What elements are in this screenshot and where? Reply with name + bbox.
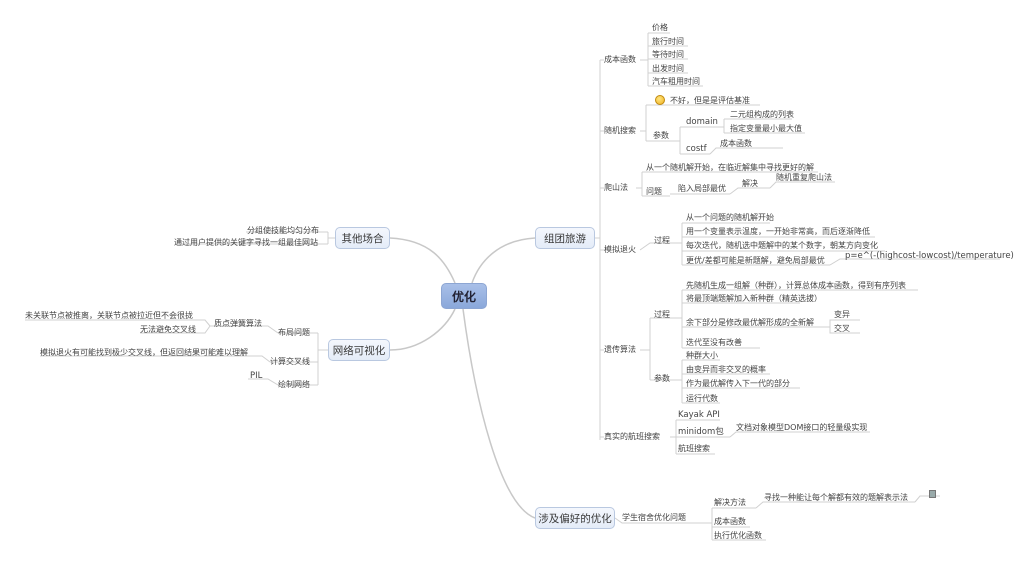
node-annealing-step-2[interactable]: 用一个变量表示温度，一开始非常高，而后逐渐降低: [686, 227, 870, 236]
node-price[interactable]: 价格: [652, 23, 668, 32]
node-genetic-step-4[interactable]: 迭代至没有改善: [686, 338, 742, 347]
branch-network-visualization[interactable]: 网络可视化: [328, 339, 390, 361]
node-dorm-cost-function[interactable]: 成本函数: [714, 517, 746, 526]
node-crossover[interactable]: 交叉: [834, 324, 850, 333]
node-annealing-formula[interactable]: p=e^(-(highcost-lowcost)/temperature): [845, 251, 1014, 261]
node-mutation[interactable]: 变异: [834, 310, 850, 319]
node-dorm-problem[interactable]: 学生宿舍优化问题: [622, 513, 686, 522]
node-annealing-process[interactable]: 过程: [654, 236, 670, 245]
branch-label: 组团旅游: [544, 232, 586, 245]
node-wait-time[interactable]: 等待时间: [652, 50, 684, 59]
node-minidom[interactable]: minidom包: [678, 427, 724, 437]
node-annealing-crossings[interactable]: 模拟退火有可能找到极少交叉线，但返回结果可能难以理解: [40, 348, 248, 357]
node-departure-time[interactable]: 出发时间: [652, 64, 684, 73]
branch-preference-optimization[interactable]: 涉及偏好的优化: [535, 507, 615, 529]
node-count-crossings[interactable]: 计算交叉线: [270, 357, 310, 366]
node-annealing-step-4[interactable]: 更优/差都可能是新题解，避免局部最优: [686, 256, 825, 265]
node-spring-desc[interactable]: 未关联节点被推离，关联节点被拉近但不会很拢: [25, 311, 193, 320]
node-costf[interactable]: costf: [686, 144, 707, 154]
node-genetic-process[interactable]: 过程: [654, 310, 670, 319]
node-domain[interactable]: domain: [686, 117, 718, 127]
node-params[interactable]: 参数: [653, 131, 669, 140]
node-random-restart[interactable]: 随机重复爬山法: [776, 173, 832, 182]
node-random-search-note[interactable]: 不好，但是是评估基准: [670, 96, 750, 105]
node-problem[interactable]: 问题: [646, 187, 662, 196]
node-generations[interactable]: 运行代数: [686, 394, 718, 403]
node-solution-representation[interactable]: 寻找一种能让每个解都有效的题解表示法: [764, 493, 908, 502]
node-costf-cost-function[interactable]: 成本函数: [720, 139, 752, 148]
node-draw-network[interactable]: 绘制网络: [278, 380, 310, 389]
node-domain-min-max[interactable]: 指定变量最小最大值: [730, 124, 802, 133]
node-domain-tuple-list[interactable]: 二元组构成的列表: [730, 110, 794, 119]
node-layout-problem[interactable]: 布局问题: [278, 328, 310, 337]
branch-other-cases[interactable]: 其他场合: [335, 227, 390, 249]
node-mass-spring[interactable]: 质点弹簧算法: [214, 319, 262, 328]
node-skill-grouping[interactable]: 分组使技能均匀分布: [247, 226, 319, 235]
node-genetic-step-2[interactable]: 将最顶端题解加入新种群（精英选拔）: [686, 294, 822, 303]
node-simulated-annealing[interactable]: 模拟退火: [604, 245, 636, 254]
branch-label: 涉及偏好的优化: [538, 512, 612, 525]
node-minidom-desc[interactable]: 文档对象模型DOM接口的轻量级实现: [736, 423, 868, 432]
root-node[interactable]: 优化: [441, 283, 487, 309]
node-random-search[interactable]: 随机搜索: [604, 126, 636, 135]
node-annealing-step-1[interactable]: 从一个问题的随机解开始: [686, 213, 774, 222]
node-keyword-websites[interactable]: 通过用户提供的关键字寻找一组最佳网站: [174, 238, 318, 247]
node-elite-fraction[interactable]: 作为最优解传入下一代的部分: [686, 379, 790, 388]
node-genetic-step-1[interactable]: 先随机生成一组解（种群），计算总体成本函数，得到有序列表: [686, 281, 906, 290]
node-kayak-api[interactable]: Kayak API: [678, 410, 720, 420]
branch-label: 其他场合: [341, 232, 384, 245]
worried-face-icon: [655, 95, 665, 105]
node-hill-climbing-desc[interactable]: 从一个随机解开始，在临近解集中寻找更好的解: [646, 163, 814, 172]
node-solve[interactable]: 解决: [742, 179, 758, 188]
node-real-flight-search[interactable]: 真实的航班搜索: [604, 432, 660, 441]
node-solution-method[interactable]: 解决方法: [714, 498, 746, 507]
node-genetic-step-3[interactable]: 余下部分是修改最优解形成的全新解: [686, 318, 814, 327]
branch-label: 网络可视化: [332, 344, 386, 357]
node-hill-climbing[interactable]: 爬山法: [604, 183, 628, 192]
node-unavoidable-crossings[interactable]: 无法避免交叉线: [140, 325, 196, 334]
note-icon[interactable]: [929, 490, 936, 498]
node-genetic-algorithm[interactable]: 遗传算法: [604, 345, 636, 354]
node-car-rental-time[interactable]: 汽车租用时间: [652, 77, 700, 86]
node-travel-time[interactable]: 旅行时间: [652, 37, 684, 46]
node-flight-search[interactable]: 航班搜索: [678, 444, 710, 453]
root-label: 优化: [451, 289, 476, 304]
node-local-optimum[interactable]: 陷入局部最优: [678, 184, 726, 193]
branch-group-travel[interactable]: 组团旅游: [535, 227, 595, 249]
node-genetic-params[interactable]: 参数: [654, 374, 670, 383]
node-pil[interactable]: PIL: [250, 371, 263, 381]
node-annealing-step-3[interactable]: 每次迭代，随机选中题解中的某个数字，朝某方向变化: [686, 241, 878, 250]
node-mutation-probability[interactable]: 由变异而非交叉的概率: [686, 365, 766, 374]
node-run-optimization[interactable]: 执行优化函数: [714, 531, 762, 540]
node-population-size[interactable]: 种群大小: [686, 351, 718, 360]
node-cost-function[interactable]: 成本函数: [604, 55, 636, 64]
